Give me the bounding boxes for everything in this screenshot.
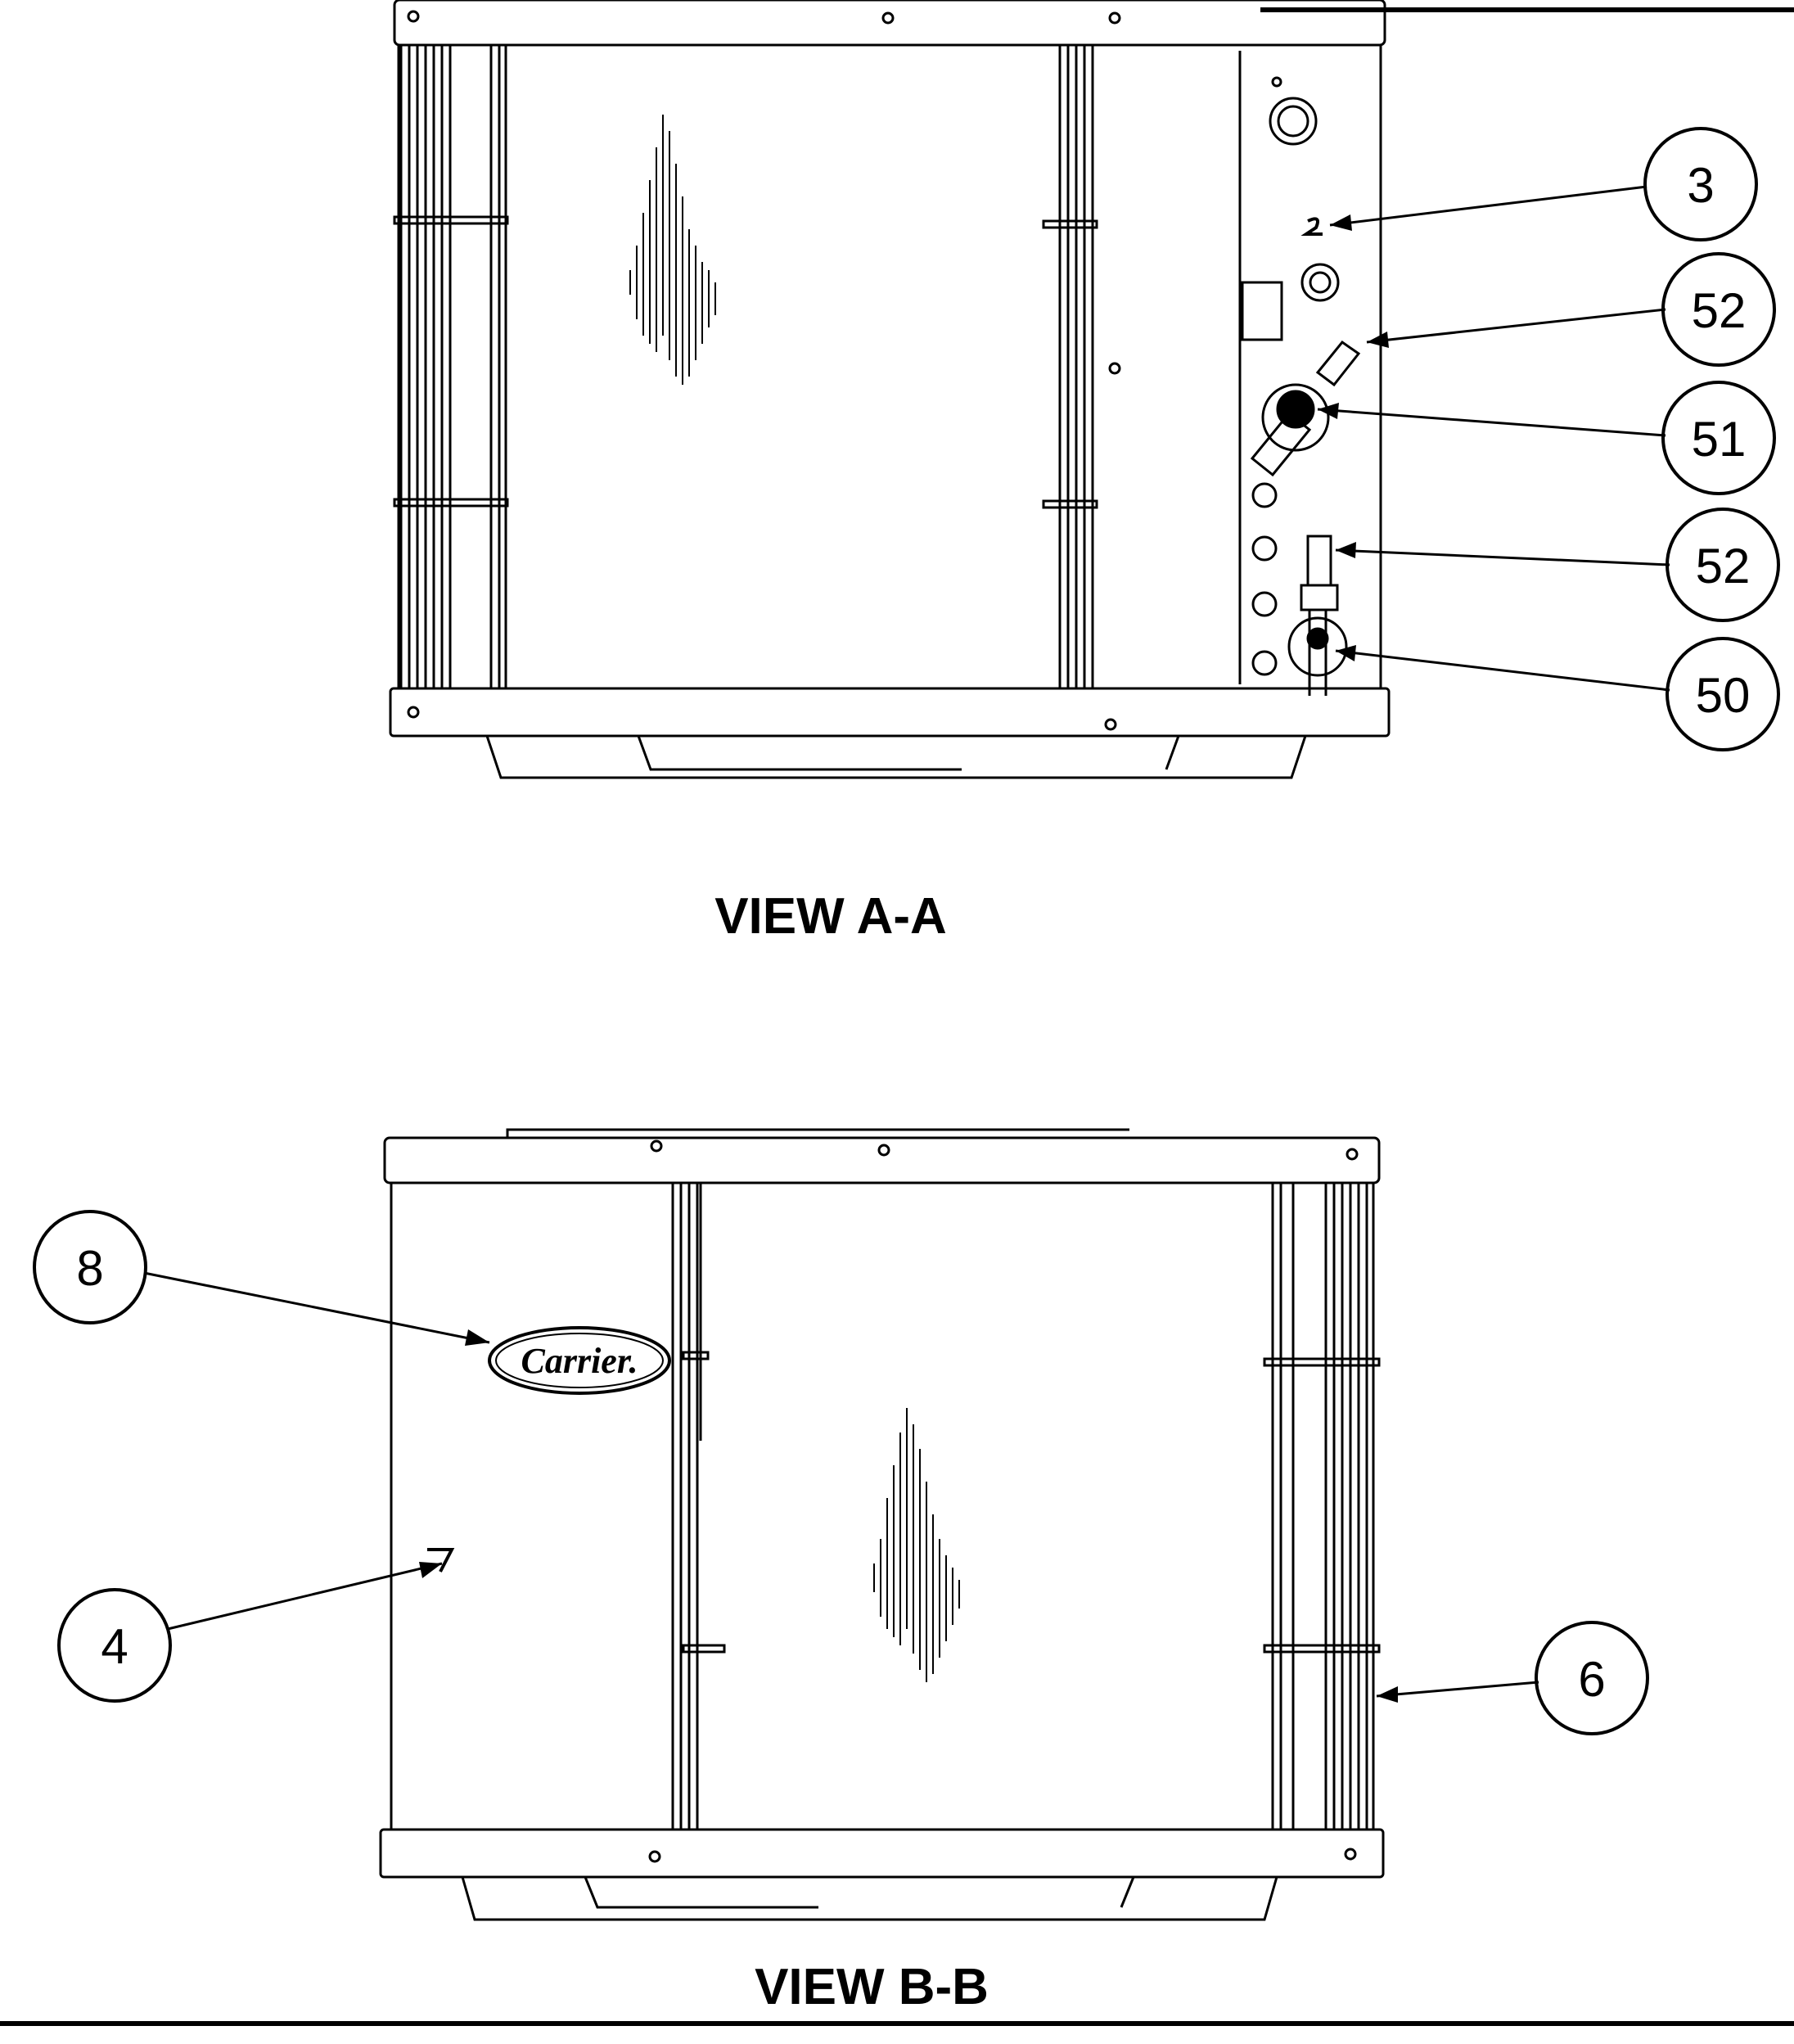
callout-4-label: 4: [101, 1619, 128, 1674]
carrier-logo-text: Carrier.: [521, 1341, 638, 1381]
coil-tubes-right: [1042, 45, 1098, 688]
grille-symbol-a: [629, 115, 716, 385]
view-b-b-unit: [379, 1128, 1385, 1921]
callout-52-lower: 52: [1666, 508, 1780, 622]
leader-52b: [1335, 548, 1670, 566]
callout-50: 50: [1666, 637, 1780, 751]
cabinet-body: [397, 43, 1382, 690]
leader-50: [1335, 649, 1670, 692]
callout-3-label: 3: [1687, 158, 1714, 213]
callout-8-label: 8: [76, 1241, 103, 1296]
leader-6: [1376, 1681, 1539, 1698]
callout-51: 51: [1661, 381, 1776, 495]
coil-tubes-left: [393, 45, 509, 688]
leader-52a: [1366, 308, 1666, 344]
arrowheads-b: [419, 1329, 1398, 1703]
view-a-a-unit: [389, 0, 1391, 779]
bottom-rail: [379, 1828, 1385, 1879]
callout-4: 4: [57, 1588, 172, 1703]
callout-3: 3: [1643, 127, 1758, 241]
callout-52-upper-label: 52: [1692, 283, 1747, 338]
callout-group-b: [143, 1271, 1539, 1698]
view-a-a-title: VIEW A-A: [714, 888, 947, 945]
bottom-rail: [389, 687, 1391, 738]
callout-6-label: 6: [1578, 1652, 1605, 1707]
callout-group-a: [1317, 185, 1670, 692]
callout-50-label: 50: [1696, 668, 1751, 723]
grille-symbol-b: [873, 1408, 960, 1682]
coil-tubes-center: [671, 1183, 726, 1830]
view-b-b-title: VIEW B-B: [755, 1959, 989, 2015]
carrier-logo: Carrier.: [488, 1326, 671, 1395]
leader-8: [143, 1271, 490, 1344]
base-pan: [461, 1876, 1278, 1921]
callout-8: 8: [33, 1210, 147, 1324]
cabinet-body: [390, 1181, 1375, 1831]
base-pan: [485, 735, 1307, 779]
arrowheads-a: [1318, 214, 1389, 661]
callout-6: 6: [1535, 1621, 1649, 1735]
callout-51-label: 51: [1692, 412, 1747, 467]
leader-3: [1329, 185, 1648, 227]
callout-52-lower-label: 52: [1696, 539, 1751, 593]
leader-51: [1317, 408, 1666, 437]
leader-4: [167, 1562, 443, 1631]
coil-tubes-right: [1263, 1183, 1381, 1830]
callout-52-upper: 52: [1661, 252, 1776, 367]
